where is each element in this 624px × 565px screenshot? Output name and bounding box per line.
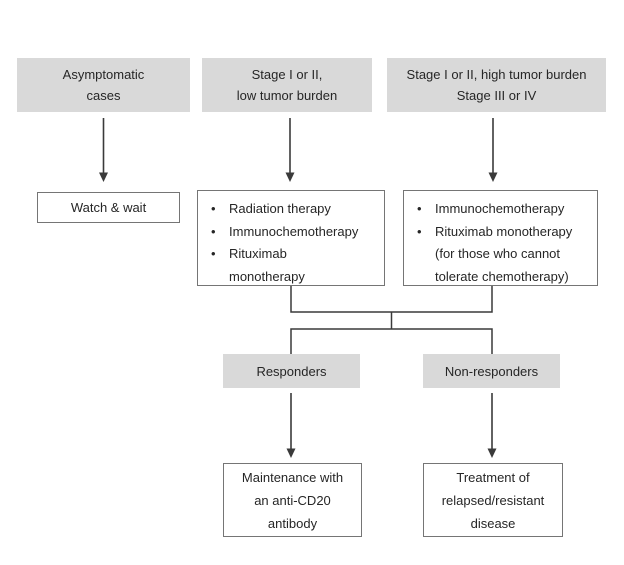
node-text-line: Stage III or IV	[456, 88, 537, 103]
node-text-line: relapsed/resistant	[441, 492, 545, 508]
list-item: • Rituximab	[211, 243, 380, 266]
node-text-line: cases	[86, 88, 121, 103]
node-non-responders: Non-responders	[423, 354, 560, 388]
list-item-text: Immunochemotherapy	[229, 223, 359, 239]
node-stage-1-2-high-burden-stage-3-4: Stage I or II, high tumor burden Stage I…	[387, 58, 606, 112]
list-item: • Immunochemotherapy	[211, 221, 380, 244]
list-item: • Radiation therapy	[211, 198, 380, 221]
list-item-text: tolerate chemotherapy)	[435, 268, 569, 284]
bullet-icon: •	[211, 201, 216, 216]
list-item: • Rituximab monotherapy	[417, 221, 593, 244]
arrowhead-icon	[487, 448, 497, 458]
node-asymptomatic-cases: Asymptomatic cases	[17, 58, 190, 112]
list-item-text: Rituximab monotherapy	[435, 223, 573, 239]
list-item-text: Radiation therapy	[229, 201, 331, 216]
node-relapsed-resistant-treatment: Treatment of relapsed/resistant disease	[423, 463, 563, 537]
bullet-spacer	[211, 266, 229, 289]
merge-connector	[290, 286, 493, 313]
node-responders: Responders	[223, 354, 360, 388]
arrow-nonresponders-to-relapsed	[487, 393, 497, 458]
list-item-text: monotherapy	[229, 268, 305, 284]
node-text-line: Non-responders	[444, 363, 539, 379]
node-text-line: low tumor burden	[236, 88, 338, 103]
arrowhead-icon	[286, 448, 296, 458]
arrow-responders-to-maintenance	[286, 393, 296, 458]
node-text-line: Watch & wait	[70, 200, 147, 215]
arrowhead-icon	[285, 172, 295, 182]
node-text-line: Stage I or II, high tumor burden	[406, 67, 587, 82]
node-text-line: disease	[470, 515, 516, 531]
node-text-line: an anti-CD20	[254, 492, 331, 508]
node-watch-and-wait: Watch & wait	[37, 192, 180, 223]
node-text-line: Treatment of	[456, 469, 530, 485]
node-high-burden-treatment-options: • Immunochemotherapy • Rituximab monothe…	[403, 190, 598, 286]
arrow-stagehigh-to-treatments	[488, 118, 498, 182]
list-item-text: (for those who cannot	[435, 246, 561, 261]
bullet-icon: •	[417, 201, 422, 216]
bullet-icon: •	[211, 223, 216, 239]
node-maintenance-anti-cd20: Maintenance with an anti-CD20 antibody	[223, 463, 362, 537]
list-item-text: Rituximab	[229, 246, 287, 261]
node-text-line: Maintenance with	[241, 469, 344, 485]
arrowhead-icon	[99, 172, 108, 182]
bullet-spacer	[417, 266, 435, 289]
bullet-spacer	[417, 243, 435, 266]
split-connector	[290, 328, 493, 354]
node-text-line: Stage I or II,	[251, 67, 323, 82]
node-stage-1-2-low-burden: Stage I or II, low tumor burden	[202, 58, 372, 112]
bullet-icon: •	[417, 223, 422, 239]
node-low-burden-treatment-options: • Radiation therapy • Immunochemotherapy…	[197, 190, 385, 286]
arrowhead-icon	[488, 172, 498, 182]
list-item-continuation: monotherapy	[211, 266, 380, 289]
list-item: • Immunochemotherapy	[417, 198, 593, 221]
list-item-continuation: (for those who cannot	[417, 243, 593, 266]
node-text-line: Responders	[256, 363, 327, 379]
list-item-text: Immunochemotherapy	[435, 201, 565, 216]
node-text-line: Asymptomatic	[62, 67, 145, 82]
list-item-continuation: tolerate chemotherapy)	[417, 266, 593, 289]
bullet-icon: •	[211, 246, 216, 261]
arrow-stagelow-to-treatments	[285, 118, 295, 182]
node-text-line: antibody	[267, 515, 318, 531]
arrow-asymptomatic-to-watchwait	[99, 118, 108, 182]
